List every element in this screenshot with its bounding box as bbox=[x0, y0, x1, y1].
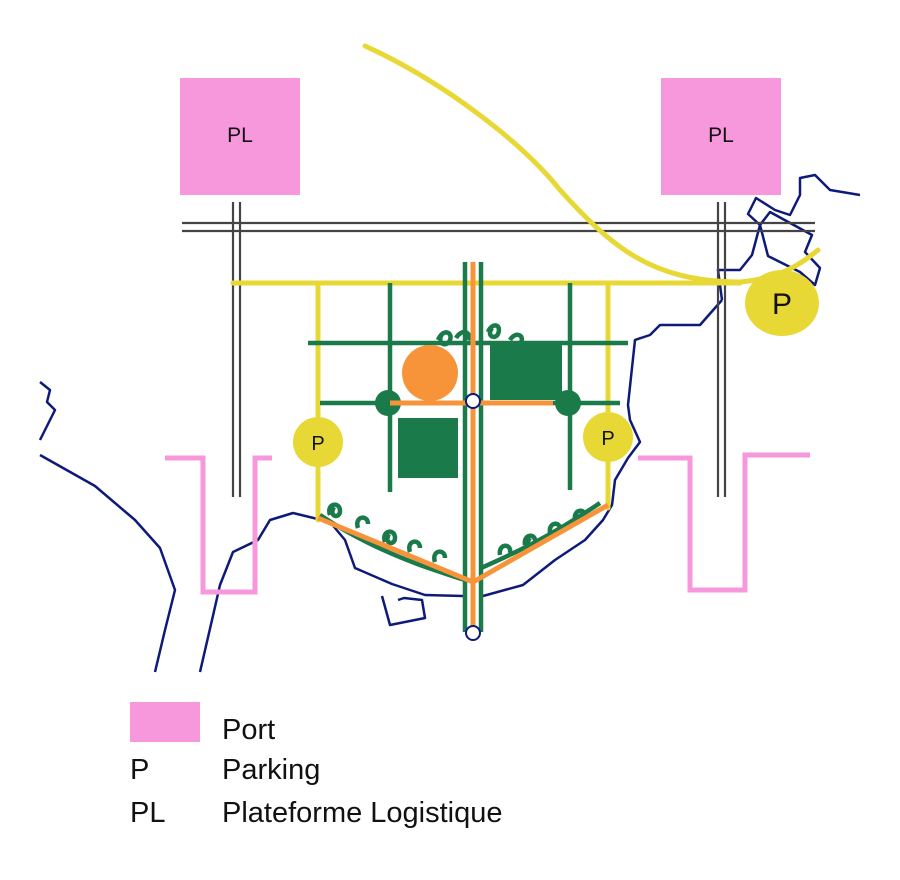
port-east bbox=[638, 452, 810, 593]
green-blocks bbox=[375, 342, 581, 478]
parking-northeast[interactable]: P bbox=[745, 270, 819, 336]
parking-east[interactable]: P bbox=[583, 412, 633, 462]
legend-text: Plateforme Logistique bbox=[222, 797, 503, 829]
logistic-platform-east[interactable]: PL bbox=[661, 78, 781, 195]
logistic-platform-west[interactable]: PL bbox=[180, 78, 300, 195]
port-areas bbox=[165, 452, 810, 595]
station-central[interactable] bbox=[465, 393, 481, 409]
legend-item-parking: P Parking bbox=[130, 754, 730, 794]
green-node-west bbox=[375, 390, 401, 416]
parking-label: P bbox=[772, 288, 792, 321]
port-west bbox=[165, 455, 272, 595]
legend-text: Port bbox=[222, 714, 276, 746]
orange-landmark bbox=[402, 345, 458, 401]
green-node-east bbox=[555, 390, 581, 416]
site-map: PL PL bbox=[38, 43, 861, 673]
parking-label: P bbox=[311, 433, 324, 455]
green-block-north bbox=[490, 342, 562, 400]
station-south[interactable] bbox=[465, 625, 481, 641]
green-network bbox=[308, 262, 628, 632]
legend-key: P bbox=[130, 754, 150, 786]
legend-item-port: Port bbox=[130, 702, 730, 746]
road-network bbox=[182, 202, 815, 497]
green-block-south bbox=[398, 418, 458, 478]
parking-west[interactable]: P bbox=[293, 417, 343, 467]
port-swatch bbox=[130, 702, 200, 742]
platform-label: PL bbox=[708, 124, 734, 147]
platform-label: PL bbox=[227, 124, 253, 147]
parking-label: P bbox=[601, 428, 614, 450]
legend-item-platform: PL Plateforme Logistique bbox=[130, 797, 730, 837]
legend-text: Parking bbox=[222, 754, 321, 786]
legend-key: PL bbox=[130, 797, 166, 829]
